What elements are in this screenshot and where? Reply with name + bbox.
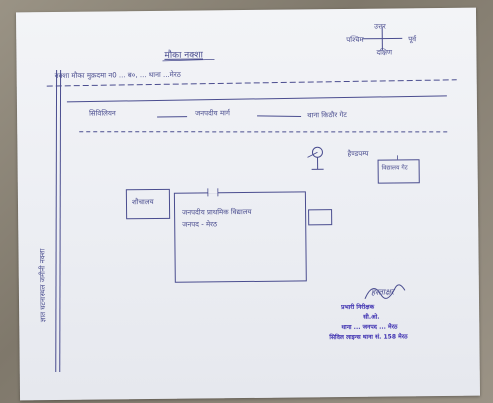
- sketch-strokes: [46, 26, 457, 373]
- document-paper: उत्तर पश्चिम पूर्व दक्षिण मौका नक्शा नक्…: [15, 7, 481, 401]
